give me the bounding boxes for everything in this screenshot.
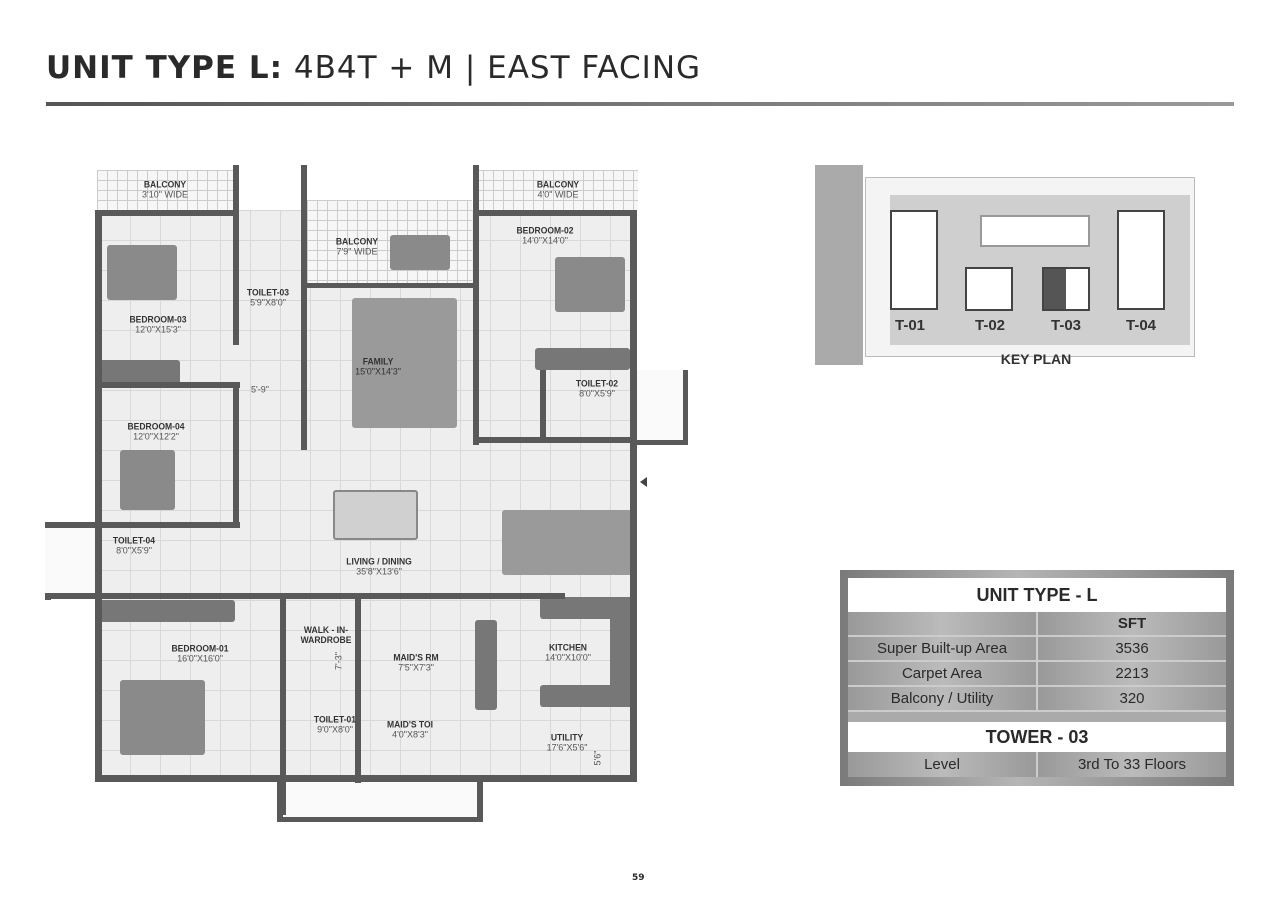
tower-block	[890, 210, 938, 310]
wall	[540, 370, 546, 442]
duct-bottom	[280, 780, 480, 820]
row-label: Level	[848, 752, 1036, 777]
bed-03	[107, 245, 177, 300]
wall	[355, 593, 361, 783]
tower-block-highlight	[1042, 267, 1090, 311]
tower-label: T-03	[1050, 317, 1082, 334]
wall	[301, 165, 307, 450]
table-title: UNIT TYPE - L	[848, 578, 1226, 612]
wall	[95, 210, 235, 216]
page-number: 59	[632, 873, 645, 883]
wall	[475, 437, 635, 443]
balcony-right	[473, 170, 638, 210]
tower-label: T-01	[894, 317, 926, 334]
wall	[45, 593, 305, 599]
dimension-label: 5'-9"	[251, 384, 269, 395]
wall	[307, 283, 473, 288]
tower-label: T-04	[1125, 317, 1157, 334]
dimension-label: 7'-3"	[333, 652, 344, 670]
wall	[233, 165, 239, 345]
wall	[95, 210, 102, 782]
living-sofa	[502, 510, 632, 575]
wall	[630, 210, 637, 782]
row-label: Super Built-up Area	[848, 637, 1036, 660]
row-value: 2213	[1036, 662, 1226, 685]
wall	[683, 370, 688, 445]
title-bold: UNIT TYPE L:	[46, 50, 284, 86]
row-value: 3536	[1036, 637, 1226, 660]
entrance-arrow-icon	[640, 477, 647, 487]
wall	[95, 775, 637, 782]
title-divider	[46, 102, 1234, 106]
wall	[277, 817, 483, 822]
row-label: Balcony / Utility	[848, 687, 1036, 710]
road	[815, 165, 863, 365]
wall	[280, 593, 286, 815]
duct-right	[635, 370, 687, 445]
wardrobe-03	[100, 360, 180, 385]
row-value: 320	[1036, 687, 1226, 710]
dining-table	[333, 490, 418, 540]
wall	[285, 593, 565, 599]
bed-04	[120, 450, 175, 510]
wall	[45, 595, 51, 600]
bed-01	[120, 680, 205, 755]
row-label: Carpet Area	[848, 662, 1036, 685]
wall	[473, 165, 479, 445]
table-header-row: SFT	[848, 612, 1226, 637]
wall	[473, 210, 637, 216]
balcony-left	[97, 170, 237, 210]
room-label: WALK - IN-WARDROBE	[300, 625, 352, 646]
wall	[233, 382, 239, 527]
unit-header: SFT	[1036, 612, 1226, 635]
bed-02	[555, 257, 625, 312]
wardrobe-01	[100, 600, 235, 622]
balcony-table	[390, 235, 450, 270]
title-rest: 4B4T + M | EAST FACING	[283, 50, 702, 86]
wardrobe-02	[535, 348, 630, 370]
dimension-label: 5'6"	[592, 750, 603, 766]
wall	[45, 522, 240, 528]
tower-label: T-02	[974, 317, 1006, 334]
key-plan-label: KEY PLAN	[1000, 351, 1072, 367]
tower-block	[1117, 210, 1165, 310]
key-plan: T-01 T-02 T-03 T-04 KEY PLAN	[815, 165, 1200, 370]
pool	[980, 215, 1090, 247]
tower-block	[965, 267, 1013, 311]
page-title: UNIT TYPE L: 4B4T + M | EAST FACING	[46, 50, 701, 86]
duct-left	[45, 525, 100, 597]
tower-title: TOWER - 03	[848, 722, 1226, 752]
wall	[635, 440, 687, 445]
spacer	[848, 712, 1226, 722]
wall	[477, 780, 483, 822]
wall	[95, 382, 240, 388]
maid-counter	[475, 620, 497, 710]
row-value: 3rd To 33 Floors	[1036, 752, 1226, 777]
wall	[277, 780, 283, 822]
